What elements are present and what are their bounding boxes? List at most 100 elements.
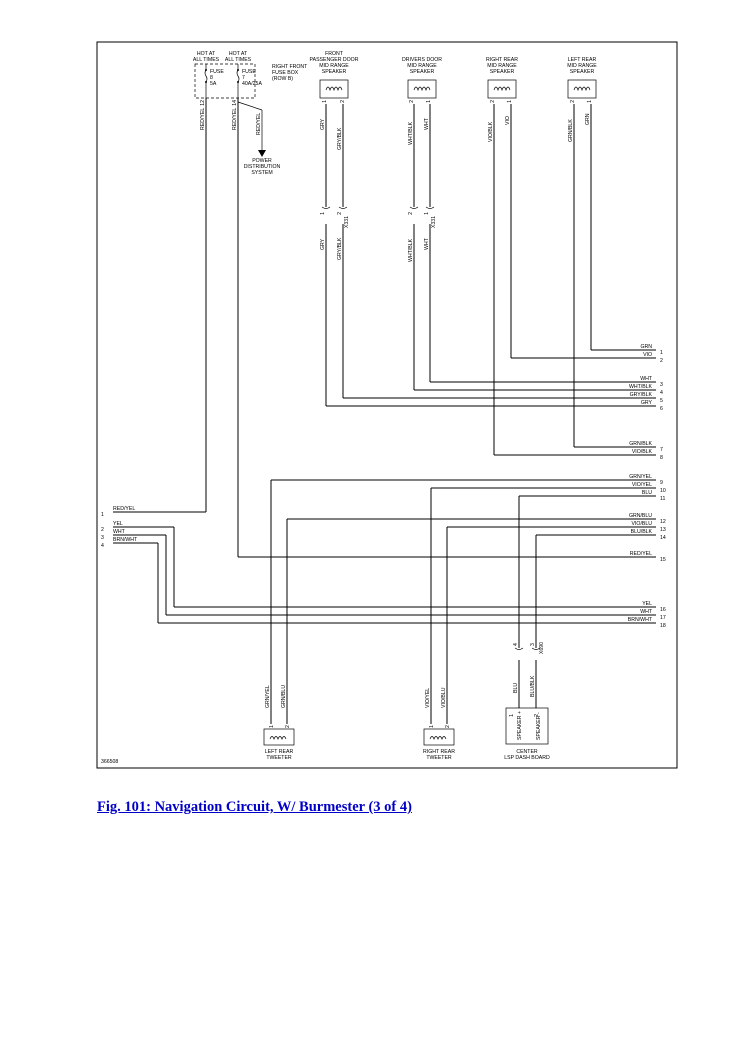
hot-label-left-2: ALL TIMES (193, 57, 220, 63)
wire-label: GRY (320, 238, 326, 250)
fuse-right-rating: 40A/25A (242, 81, 262, 87)
wire-label: BLU (513, 683, 519, 693)
pin-color-label: VIO (643, 352, 652, 358)
pin-color-label: WHT (113, 529, 126, 535)
fuse-pin-left: 12 (200, 100, 206, 106)
speaker-fp-name-2: PASSENGER DOOR (310, 57, 359, 63)
pin-color-label: VIO/BLK (632, 449, 653, 455)
diagram-id: 366508 (101, 759, 118, 765)
pin-label: 2 (408, 212, 414, 215)
hot-label-right-1: HOT AT (229, 51, 248, 57)
pin-label: 1 (587, 100, 593, 103)
speaker-icon (319, 79, 349, 99)
fuse-pin-right: 14 (232, 100, 238, 106)
connector-id: X331 (431, 216, 437, 228)
fuse-left-icon (204, 69, 208, 83)
pin-number: 9 (660, 480, 663, 486)
pin-color-label: GRY (641, 400, 653, 406)
pin-label: 2 (337, 212, 343, 215)
speaker-dr-name-1: DRIVERS DOOR (402, 57, 442, 63)
pin-color-label: WHT (640, 609, 653, 615)
pin-label: 2 (445, 725, 451, 728)
right-pin-list: GRN1VIO2WHT3WHT/BLK4GRY/BLK5GRY6GRN/BLK7… (628, 344, 666, 629)
speaker-drivers-door: DRIVERS DOOR MID RANGE SPEAKER 2 1 (402, 57, 442, 103)
pin-number: 6 (660, 406, 663, 412)
pin-label: 2 (340, 100, 346, 103)
speaker-wires: GRY GRY/BLK WHT/BLK WHT VIO/BLK VIO GRN/… (320, 104, 656, 456)
component-label: CENTER (516, 749, 538, 755)
tweeter-icon (263, 728, 295, 746)
speaker-rr-name-1: RIGHT REAR (486, 57, 518, 63)
pin-color-label: WHT/BLK (629, 384, 653, 390)
wire-label: VIO/BLK (488, 121, 494, 142)
pin-number: 1 (101, 512, 104, 518)
hot-label-left-1: HOT AT (197, 51, 216, 57)
pin-color-label: RED/YEL (113, 506, 135, 512)
component-label: RIGHT REAR (423, 749, 455, 755)
pin-color-label: WHT (640, 376, 653, 382)
right-rear-tweeter: 1 2 RIGHT REAR TWEETER (423, 725, 455, 761)
speaker-dr-name-3: SPEAKER (410, 69, 435, 75)
speaker-right-rear-mid: RIGHT REAR MID RANGE SPEAKER 2 1 (486, 57, 518, 103)
connector-id: X690 (539, 642, 545, 654)
fuse-box-label-1: RIGHT FRONT (272, 64, 308, 70)
fuse-box-label-3: (ROW B) (272, 76, 293, 82)
pin-number: 15 (660, 557, 666, 563)
pin-label: 2 (285, 725, 291, 728)
fuse-box: HOT AT ALL TIMES HOT AT ALL TIMES FUSE 8… (193, 51, 308, 106)
fuse-right-icon (236, 69, 240, 83)
speaker-icon (407, 79, 437, 99)
pin-color-label: VIO/BLU (632, 521, 653, 527)
component-label: TWEETER (266, 755, 292, 761)
fuse-right-label: FUSE (242, 69, 256, 75)
pin-color-label: GRN (640, 344, 652, 350)
pin-color-label: GRN/YEL (629, 474, 652, 480)
wire-label: WHT/BLK (408, 238, 414, 262)
fuse-left-rating: 5A (210, 81, 217, 87)
wire-label: WHT (424, 237, 430, 250)
connector-icon (321, 206, 331, 209)
speaker-rr-name-2: MID RANGE (487, 63, 517, 69)
arrow-down-icon (258, 150, 266, 157)
speaker-lr-name-1: LEFT REAR (568, 57, 597, 63)
speaker-fp-name-3: MID RANGE (319, 63, 349, 69)
power-dist-label-2: DISTRIBUTION (244, 164, 281, 170)
pin-number: 3 (101, 535, 104, 541)
wire-label: GRN (585, 113, 591, 125)
hot-label-right-2: ALL TIMES (225, 57, 252, 63)
speaker-left-rear-mid: LEFT REAR MID RANGE SPEAKER 2 1 (567, 57, 597, 103)
speaker-fp-name-4: SPEAKER (322, 69, 347, 75)
pin-color-label: BRN/WHT (628, 617, 653, 623)
wire-label: WHT/BLK (408, 121, 414, 145)
pin-number: 12 (660, 519, 666, 525)
pin-number: 18 (660, 623, 666, 629)
pin-number: 4 (660, 390, 663, 396)
fuse-left-number: 8 (210, 75, 213, 81)
wire-label: VIO (505, 116, 511, 125)
pin-color-label: RED/YEL (630, 551, 652, 557)
wire-label-fuse-left: RED/YEL (200, 108, 206, 130)
wire-label: GRN/BLK (568, 119, 574, 142)
pin-label: 1 (426, 100, 432, 103)
figure-caption[interactable]: Fig. 101: Navigation Circuit, W/ Burmest… (97, 799, 412, 815)
wire-label-fuse-right: RED/YEL (232, 108, 238, 130)
wire-label: VIO/YEL (425, 688, 431, 708)
wire-label: GRN/YEL (265, 685, 271, 708)
power-dist-label-3: SYSTEM (251, 170, 272, 176)
component-label: LEFT REAR (265, 749, 294, 755)
pin-color-label: GRY/BLK (630, 392, 653, 398)
pin-number: 8 (660, 455, 663, 461)
pin-number: 10 (660, 488, 666, 494)
speaker-icon (487, 79, 517, 99)
speaker-front-passenger: FRONT PASSENGER DOOR MID RANGE SPEAKER 1… (310, 51, 359, 103)
pin-color-label: GRN/BLU (629, 513, 652, 519)
fuse-box-label-2: FUSE BOX (272, 70, 299, 76)
pin-number: 14 (660, 535, 666, 541)
fuse-box-outline (194, 63, 256, 99)
pin-label: 2 (490, 100, 496, 103)
fuse-left-label: FUSE (210, 69, 224, 75)
wire-label: GRY/BLK (337, 127, 343, 150)
pin-number: 4 (101, 543, 104, 549)
pin-number: 16 (660, 607, 666, 613)
